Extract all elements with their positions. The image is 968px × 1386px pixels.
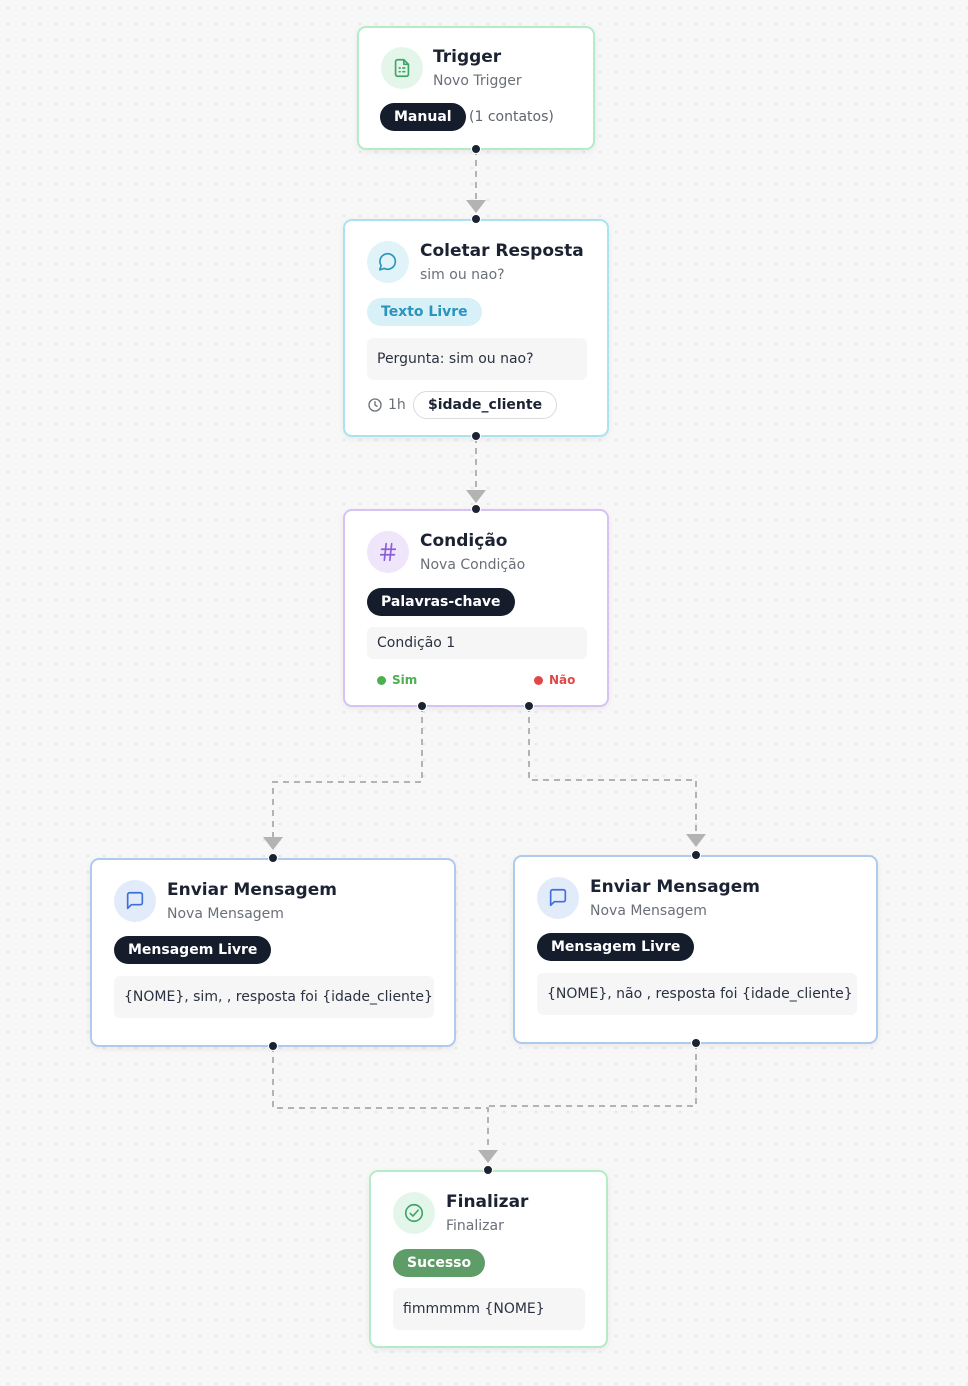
collect-type-badge: Texto Livre [367, 298, 482, 326]
message-sim-type-badge: Mensagem Livre [114, 936, 272, 964]
message-sim-subtitle: Nova Mensagem [167, 906, 284, 922]
collect-response-node[interactable]: Coletar Resposta sim ou nao? Texto Livre… [343, 219, 609, 437]
trigger-type-badge: Manual [380, 103, 466, 131]
arrow-head [263, 837, 283, 850]
check-circle-icon [393, 1192, 435, 1234]
message-nao-title: Enviar Mensagem [590, 877, 760, 897]
finalize-text-box: fimmmmm {NOME} [393, 1288, 585, 1330]
trigger-title: Trigger [433, 47, 502, 67]
collect-subtitle: sim ou nao? [420, 267, 505, 283]
message-sim-output-handle[interactable] [268, 1041, 278, 1051]
collect-input-handle[interactable] [471, 214, 481, 224]
trigger-subtitle: Novo Trigger [433, 73, 522, 89]
condition-title: Condição [420, 531, 508, 551]
condition-node[interactable]: Condição Nova Condição Palavras-chave Co… [343, 509, 609, 707]
arrow-head [466, 490, 486, 503]
collect-timeout-value: 1h [388, 397, 406, 413]
message-nao-output-handle[interactable] [691, 1038, 701, 1048]
arrow-head [686, 834, 706, 847]
edge-condition-sim-to-message [272, 706, 423, 840]
message-nao-input-handle[interactable] [691, 850, 701, 860]
collect-timeout: 1h [367, 397, 406, 413]
message-nao-subtitle: Nova Mensagem [590, 903, 707, 919]
condition-subtitle: Nova Condição [420, 557, 526, 573]
collect-question-box: Pergunta: sim ou nao? [367, 338, 587, 380]
send-message-node-sim[interactable]: Enviar Mensagem Nova Mensagem Mensagem L… [90, 858, 456, 1047]
edge-message-no-to-finalize [488, 1043, 697, 1107]
collect-title: Coletar Resposta [420, 241, 584, 261]
trigger-output-handle[interactable] [471, 144, 481, 154]
sim-dot [377, 675, 386, 685]
arrow-head [466, 200, 486, 213]
clock-icon [367, 397, 383, 413]
edge-message-yes-to-finalize [272, 1046, 489, 1152]
chat-bubble-icon [367, 241, 409, 283]
message-nao-type-badge: Mensagem Livre [537, 933, 695, 961]
message-square-icon [114, 880, 156, 922]
edge-condition-nao-to-message [528, 706, 697, 837]
message-sim-title: Enviar Mensagem [167, 880, 337, 900]
collect-variable-pill: $idade_cliente [413, 391, 558, 419]
branch-nao: Não [534, 673, 575, 687]
message-sim-text-box: {NOME}, sim, , resposta foi {idade_clien… [114, 976, 434, 1018]
document-icon [381, 47, 423, 89]
condition-nao-handle[interactable] [524, 701, 534, 711]
finalize-status-badge: Sucesso [393, 1249, 486, 1277]
finalize-subtitle: Finalizar [446, 1218, 504, 1234]
branch-sim-label: Sim [392, 673, 418, 687]
nao-dot [534, 675, 543, 685]
message-sim-input-handle[interactable] [268, 853, 278, 863]
collect-output-handle[interactable] [471, 431, 481, 441]
condition-input-handle[interactable] [471, 504, 481, 514]
send-message-node-nao[interactable]: Enviar Mensagem Nova Mensagem Mensagem L… [513, 855, 878, 1044]
trigger-node[interactable]: Trigger Novo Trigger Manual (1 contatos) [357, 26, 595, 150]
condition-type-badge: Palavras-chave [367, 588, 515, 616]
trigger-contacts-count: (1 contatos) [469, 109, 554, 125]
hash-icon [367, 531, 409, 573]
branch-sim: Sim [377, 673, 417, 687]
message-nao-text-box: {NOME}, não , resposta foi {idade_client… [537, 973, 857, 1015]
arrow-head [478, 1150, 498, 1163]
finalize-title: Finalizar [446, 1192, 529, 1212]
branch-nao-label: Não [549, 673, 576, 687]
condition-sim-handle[interactable] [417, 701, 427, 711]
finalize-node[interactable]: Finalizar Finalizar Sucesso fimmmmm {NOM… [369, 1170, 608, 1348]
condition-rule-box: Condição 1 [367, 627, 587, 659]
message-square-icon [537, 877, 579, 919]
finalize-input-handle[interactable] [483, 1165, 493, 1175]
